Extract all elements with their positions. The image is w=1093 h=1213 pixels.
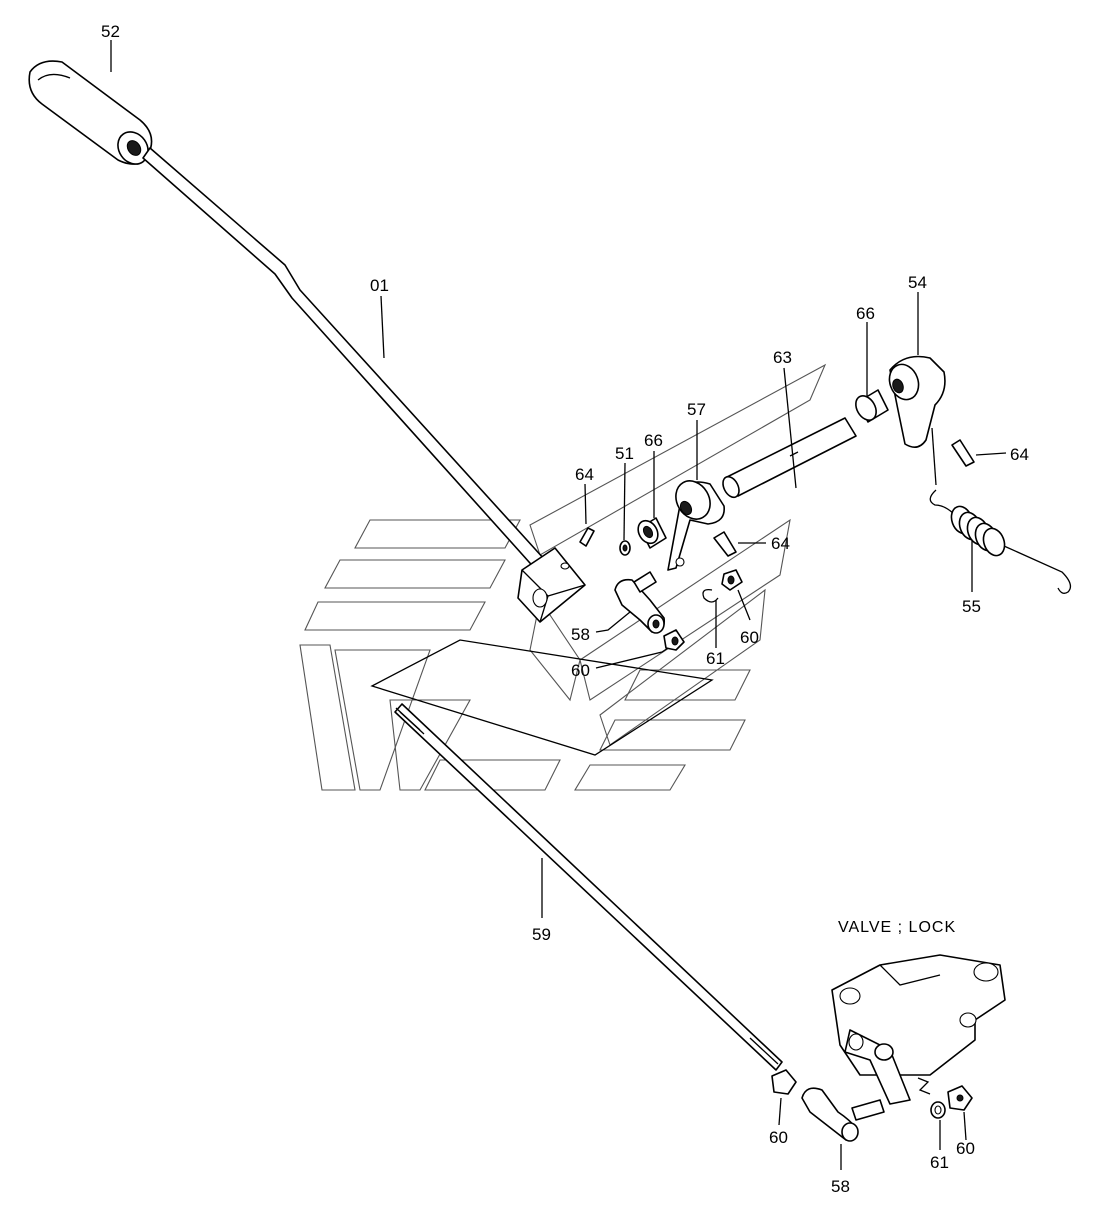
- part-label-60-lower-left: 60: [769, 1128, 788, 1147]
- nut-60-d: [947, 1085, 973, 1111]
- grip-52: [28, 60, 153, 165]
- part-label-58-lower: 58: [831, 1177, 850, 1196]
- part-label-60-lower-right: 60: [956, 1139, 975, 1158]
- part-label-58-upper: 58: [571, 625, 590, 644]
- ball-joint-58-lower: [801, 1087, 885, 1142]
- part-label-61-upper: 61: [706, 649, 725, 668]
- bracket-57: [667, 480, 725, 571]
- part-label-64-middle: 64: [771, 534, 790, 553]
- ball-joint-58-upper: [614, 571, 666, 634]
- watermark-logo: [299, 363, 827, 791]
- part-label-66-left: 66: [644, 431, 663, 450]
- clip-61-lower: [930, 1101, 946, 1119]
- part-label-61-lower: 61: [930, 1153, 949, 1172]
- part-label-64-left: 64: [575, 465, 594, 484]
- pin-64-left: [579, 527, 595, 547]
- clip-61-upper: [702, 589, 719, 603]
- part-label-55: 55: [962, 597, 981, 616]
- shaft-63: [722, 417, 857, 499]
- part-label-63: 63: [773, 348, 792, 367]
- washer-51: [619, 540, 631, 556]
- nut-60-b: [663, 629, 685, 651]
- valve-lock-caption: VALVE ; LOCK: [838, 919, 956, 936]
- part-label-64-right: 64: [1010, 445, 1029, 464]
- leader-lines: [110, 40, 1007, 1170]
- part-label-52: 52: [101, 22, 120, 41]
- part-label-60-upper-left: 60: [571, 661, 590, 680]
- arm-54: [888, 355, 946, 486]
- lever-rod-01: [142, 147, 586, 623]
- bushing-66-right: [855, 389, 889, 423]
- part-label-57: 57: [687, 400, 706, 419]
- pin-64-right: [951, 439, 975, 467]
- nut-60-a: [721, 569, 743, 591]
- spring-55: [929, 489, 1072, 594]
- pin-64-middle: [713, 531, 737, 557]
- valve-lock-assembly: [831, 954, 1006, 1105]
- part-label-54: 54: [908, 273, 927, 292]
- nut-60-c: [771, 1069, 797, 1095]
- rod-59: [394, 703, 783, 1071]
- part-label-60-upper-right: 60: [740, 628, 759, 647]
- part-label-66-right: 66: [856, 304, 875, 323]
- bushing-66-left: [637, 517, 667, 549]
- part-label-51: 51: [615, 444, 634, 463]
- assembly-plane-outline: [370, 639, 714, 756]
- part-label-01: 01: [370, 276, 389, 295]
- part-label-59: 59: [532, 925, 551, 944]
